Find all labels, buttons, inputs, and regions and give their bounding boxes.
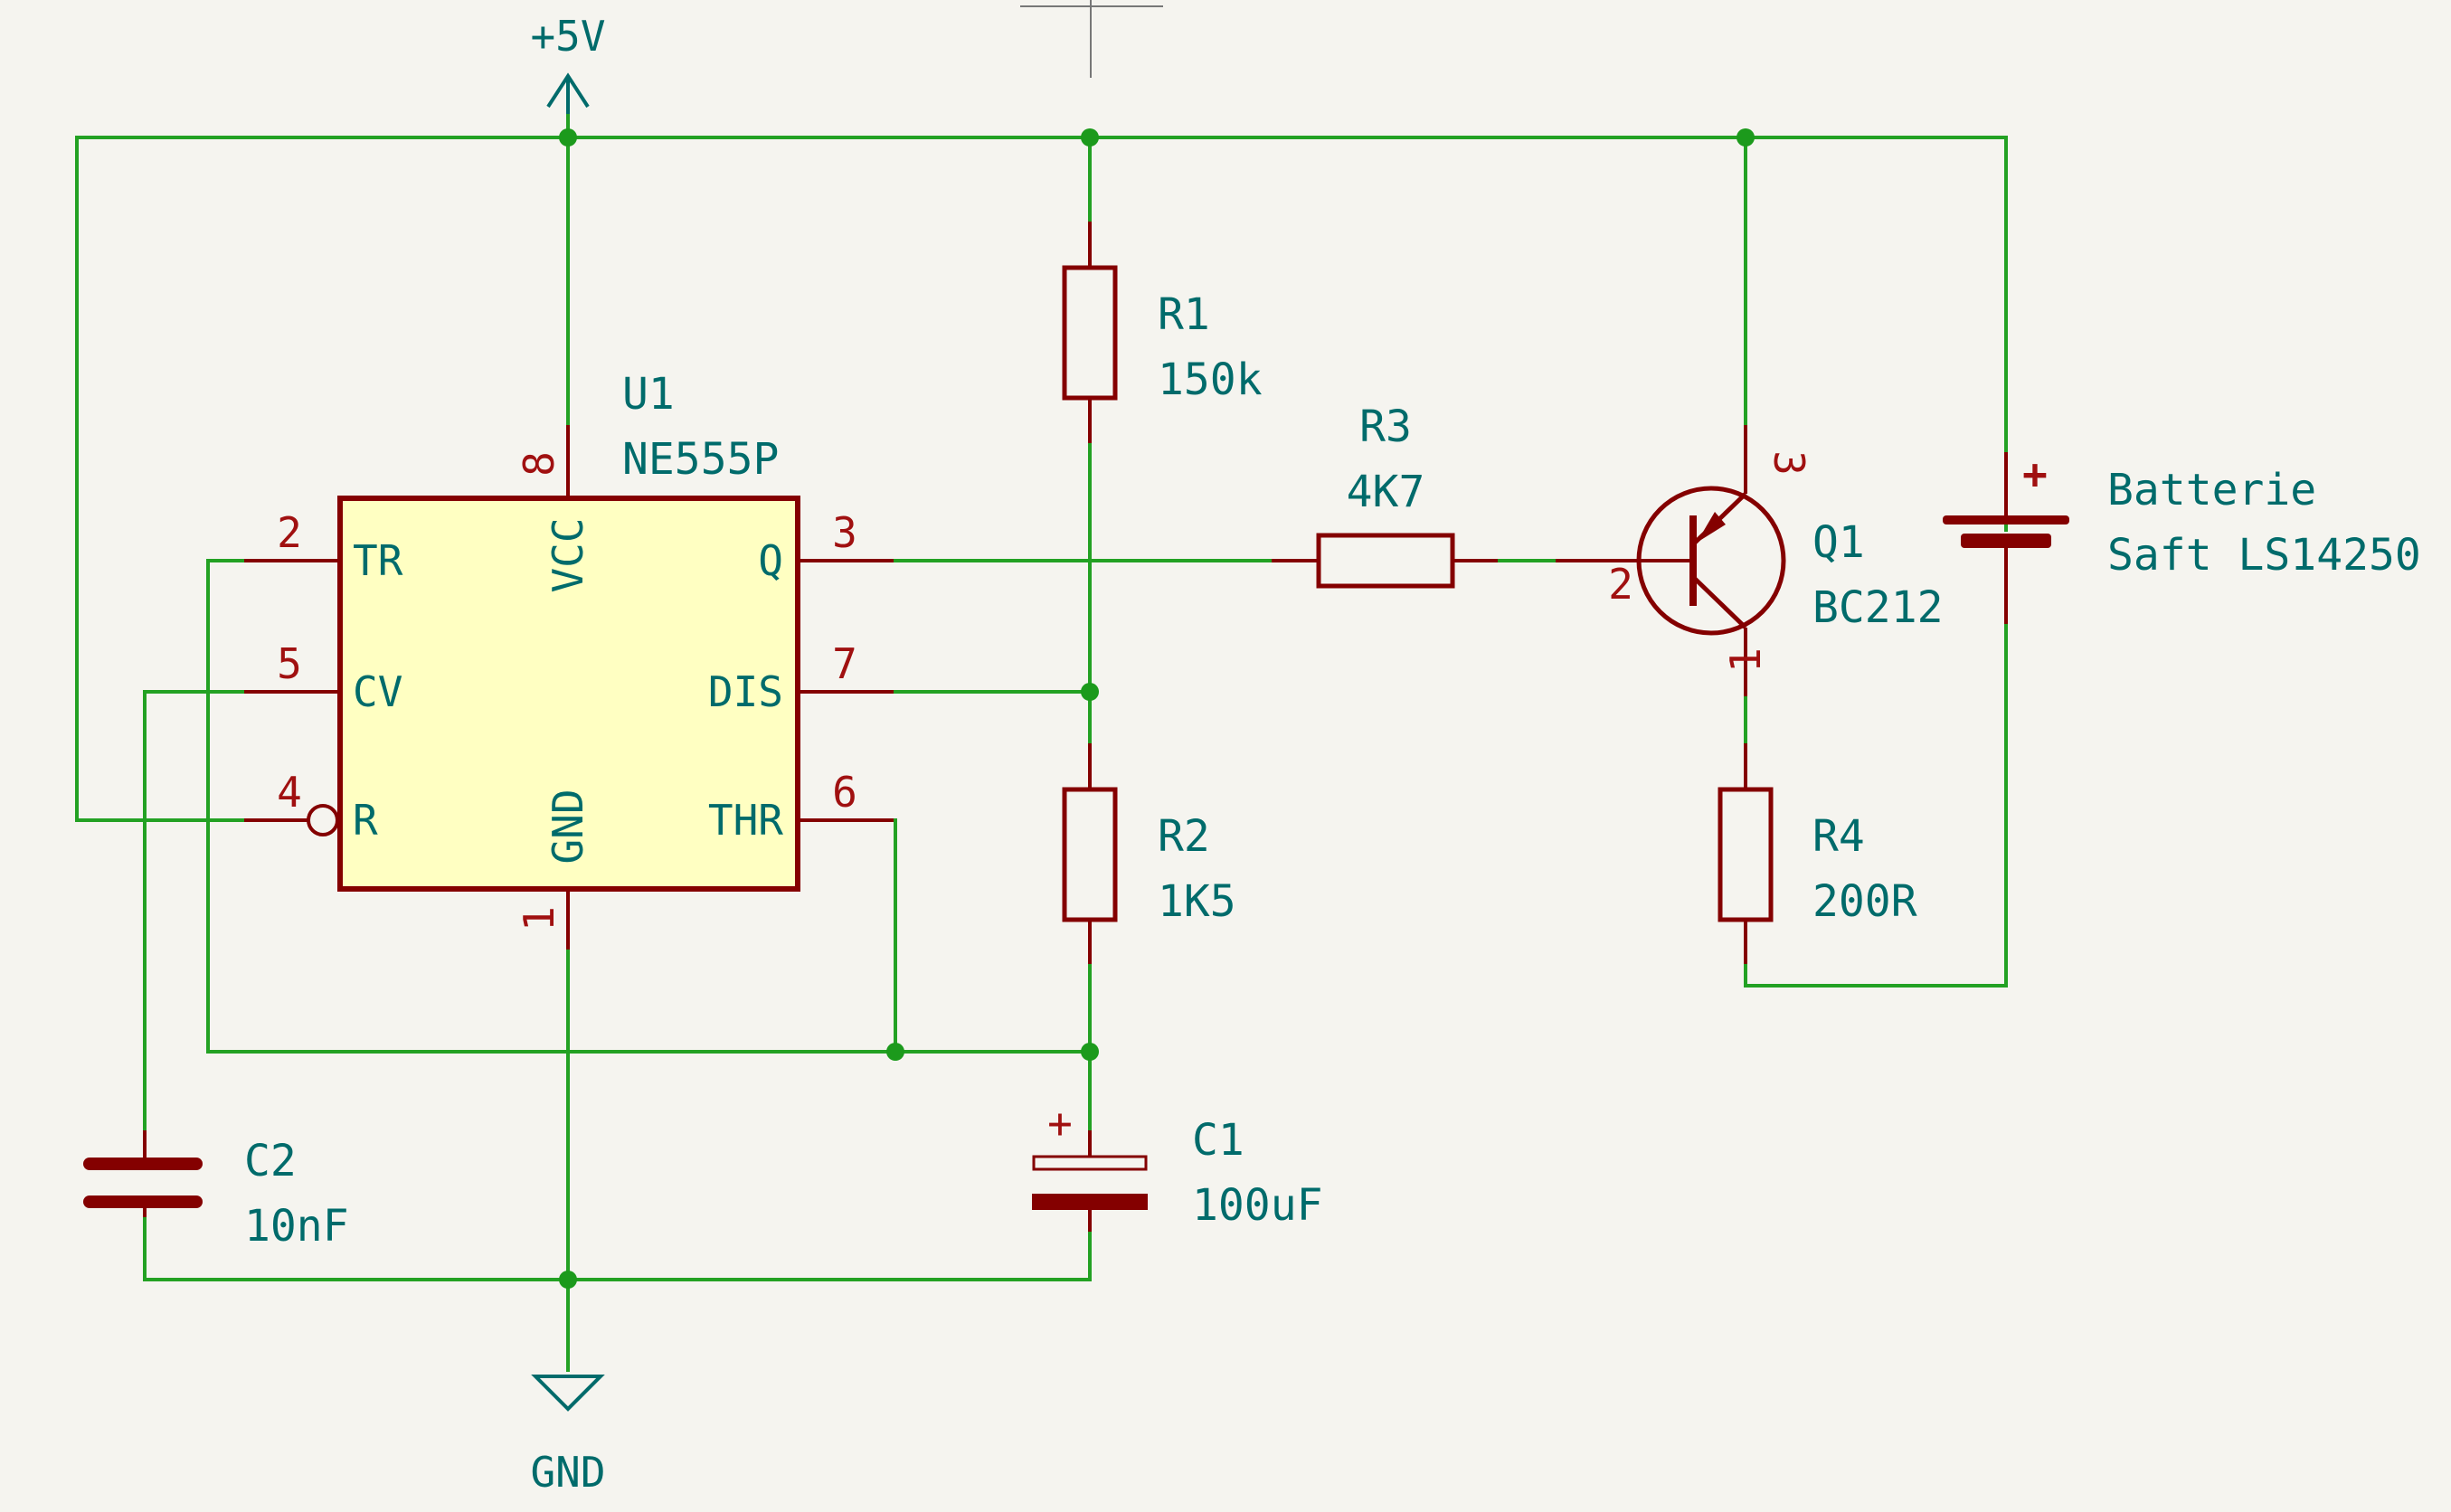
r4-reference: R4 xyxy=(1812,811,1865,862)
pin-number-vcc: 8 xyxy=(515,451,563,477)
power-vcc-symbol[interactable]: +5V xyxy=(530,12,606,114)
c2-plate-top xyxy=(83,1158,203,1170)
wire-cv xyxy=(143,690,246,1132)
r1-value: 150k xyxy=(1158,354,1263,405)
battery-positive-plate xyxy=(1943,515,2069,524)
junction-dot xyxy=(1081,683,1099,701)
resistor-r1[interactable]: R1 150k xyxy=(1062,222,1263,443)
resistor-r4[interactable]: R4 200R xyxy=(1718,743,1917,964)
pin-number-r: 4 xyxy=(277,768,302,817)
vcc-label: +5V xyxy=(530,12,605,61)
r4-value: 200R xyxy=(1812,876,1917,927)
r3-reference: R3 xyxy=(1359,402,1412,452)
r1-reference: R1 xyxy=(1158,289,1210,340)
junction-dot xyxy=(1081,128,1099,146)
transistor-q1[interactable]: 2 3 1 Q1 BC212 xyxy=(1556,425,1944,696)
junction-dot xyxy=(886,1043,904,1061)
r3-value: 4K7 xyxy=(1347,467,1425,517)
ic-body xyxy=(337,496,800,892)
gnd-triangle-icon xyxy=(531,1375,605,1412)
q1-pin-emitter: 1 xyxy=(1721,647,1770,673)
c1-reference: C1 xyxy=(1192,1115,1244,1166)
junction-dot xyxy=(559,128,577,146)
c1-polarity-mark: + xyxy=(1047,1099,1073,1148)
pin-r-inversion-bubble-icon xyxy=(307,804,339,836)
battery-polarity-mark: + xyxy=(2022,449,2048,498)
c1-positive-plate xyxy=(1032,1155,1148,1171)
r1-body xyxy=(1062,265,1118,401)
wire-vcc-rail xyxy=(75,136,2008,532)
pin-name-tr: TR xyxy=(353,536,403,585)
pin-name-thr: THR xyxy=(708,796,783,845)
capacitor-c1[interactable]: + C1 100uF xyxy=(1032,1099,1323,1232)
vcc-arrow-icon xyxy=(546,72,590,114)
resistor-r3[interactable]: R3 4K7 xyxy=(1272,402,1498,589)
r4-body xyxy=(1718,787,1774,922)
wire-reset-loop xyxy=(75,136,246,822)
c1-value: 100uF xyxy=(1192,1180,1323,1231)
r2-value: 1K5 xyxy=(1158,876,1236,927)
c2-reference: C2 xyxy=(244,1136,297,1186)
pin-name-gnd: GND xyxy=(544,789,592,864)
pin-name-r: R xyxy=(353,796,378,845)
q1-pin-collector: 3 xyxy=(1765,450,1813,476)
r2-reference: R2 xyxy=(1158,811,1210,862)
battery-bt1[interactable]: + Batterie Saft LS14250 xyxy=(1943,449,2421,624)
q1-emitter-line xyxy=(1691,575,1747,629)
resistor-r2[interactable]: R2 1K5 xyxy=(1062,743,1236,964)
junctions xyxy=(559,128,1755,1289)
pin-number-dis: 7 xyxy=(832,639,857,688)
ic-reference: U1 xyxy=(622,369,675,420)
pin-name-dis: DIS xyxy=(708,667,783,716)
capacitor-c2[interactable]: C2 10nF xyxy=(83,1130,349,1252)
c1-negative-plate xyxy=(1032,1194,1148,1210)
wire-gnd-rail xyxy=(143,1210,1092,1281)
battery-value: Saft LS14250 xyxy=(2107,530,2421,581)
wire-thr xyxy=(892,818,897,1054)
ic-u1-ne555[interactable]: 2 5 4 3 7 6 8 1 TR CV R Q DIS THR VCC GN… xyxy=(244,369,894,950)
q1-arrow-icon xyxy=(1697,512,1726,543)
q1-reference: Q1 xyxy=(1812,517,1865,568)
c2-value: 10nF xyxy=(244,1201,349,1252)
wire-trigger-loop xyxy=(206,559,1092,1054)
battery-negative-plate xyxy=(1961,534,2051,548)
pin-number-cv: 5 xyxy=(277,639,302,688)
q1-value: BC212 xyxy=(1812,582,1944,633)
c2-plate-bottom xyxy=(83,1195,203,1208)
pin-number-tr: 2 xyxy=(277,508,302,557)
pin-name-cv: CV xyxy=(353,667,402,716)
gnd-label: GND xyxy=(530,1448,605,1497)
q1-pin-base: 2 xyxy=(1608,560,1633,609)
ic-value: NE555P xyxy=(622,434,779,485)
cursor-crosshair-icon xyxy=(1020,0,1163,78)
power-gnd-symbol[interactable]: GND xyxy=(530,1375,606,1497)
r3-body xyxy=(1316,533,1455,589)
battery-reference: Batterie xyxy=(2107,465,2316,515)
pin-name-vcc: VCC xyxy=(544,517,592,592)
junction-dot xyxy=(1081,1043,1099,1061)
pin-number-thr: 6 xyxy=(832,768,857,817)
r2-body xyxy=(1062,787,1118,922)
pin-number-q: 3 xyxy=(832,508,857,557)
pin-name-q: Q xyxy=(758,536,783,585)
junction-dot xyxy=(559,1271,577,1289)
junction-dot xyxy=(1737,128,1755,146)
pin-number-gnd: 1 xyxy=(515,906,563,931)
